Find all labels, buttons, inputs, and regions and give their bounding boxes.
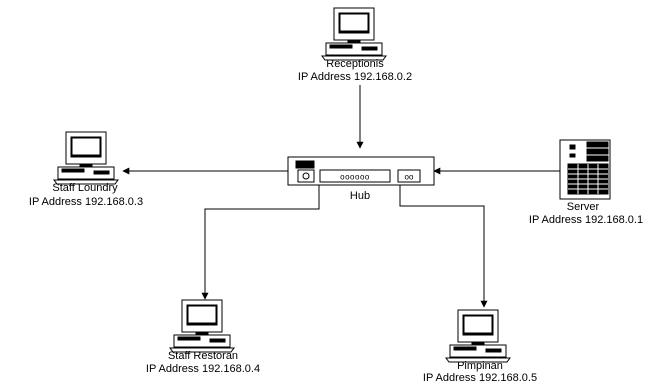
server-icon [559, 139, 611, 200]
receptionis-ip: IP Address 192.168.0.2 [298, 71, 412, 83]
receptionis-computer-icon [321, 7, 387, 61]
staff-restoran-ip: IP Address 192.168.0.4 [146, 363, 260, 375]
server-name: Server [567, 201, 600, 213]
receptionis-name: Receptionis [326, 58, 384, 70]
staff-loundry-name: Staff Loundry [52, 182, 118, 194]
connections [122, 85, 560, 308]
staff-loundry-computer-icon [53, 131, 119, 185]
server-ip: IP Address 192.168.0.1 [529, 214, 643, 226]
staff-loundry-ip: IP Address 192.168.0.3 [29, 196, 143, 208]
staff-restoran-name: Staff Restoran [168, 350, 238, 362]
link-hub-to-pimpinan [399, 185, 488, 308]
staff-restoran-computer-icon [169, 299, 235, 353]
svg-text:oooooo: oooooo [340, 173, 370, 182]
pimpinan-ip: IP Address 192.168.0.5 [423, 372, 537, 384]
svg-text:oo: oo [405, 173, 414, 182]
link-hub-to-staff-restoran [201, 185, 320, 300]
pimpinan-name: Pimpinan [457, 360, 503, 372]
hub-label: Hub [350, 190, 370, 202]
hub-device: oooooo oo [287, 156, 435, 186]
pimpinan-computer-icon [445, 309, 511, 363]
